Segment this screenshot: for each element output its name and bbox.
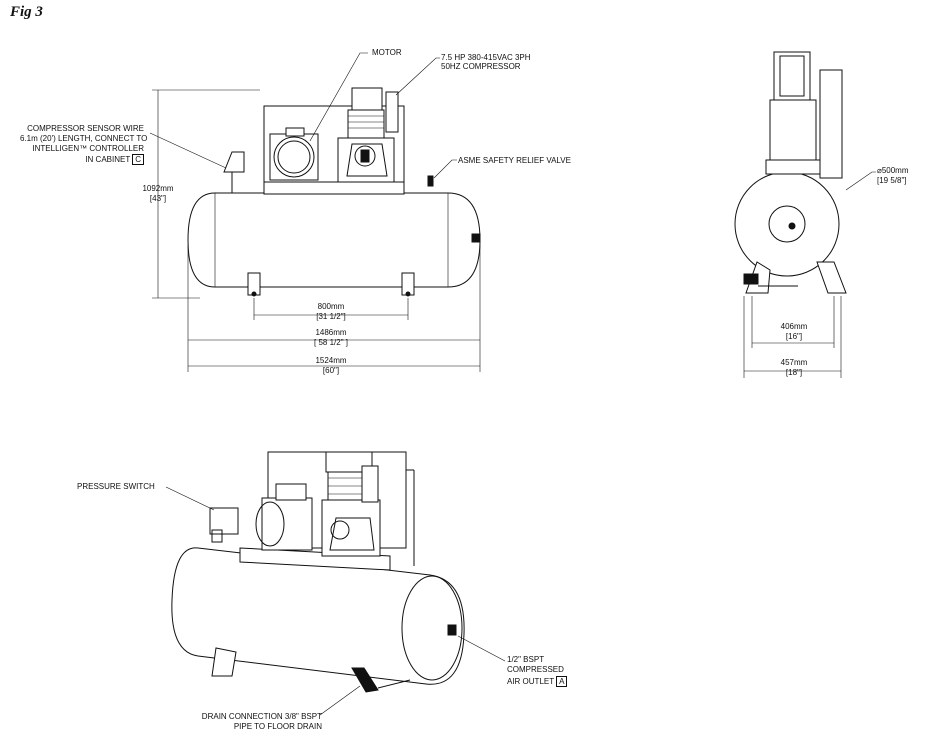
motor-label: MOTOR xyxy=(372,48,402,57)
outlet-label-line2: COMPRESSED xyxy=(507,665,564,674)
side-tank xyxy=(734,171,840,277)
front-pressure-switch xyxy=(223,151,245,173)
front-frame xyxy=(263,105,405,183)
tank-dim-mm: 1486mm xyxy=(315,328,347,337)
tank-dim-in: [ 58 1/2" ] xyxy=(314,338,348,347)
side-feet-dim-in: [16"] xyxy=(785,332,803,341)
drain-label-line1: DRAIN CONNECTION 3/8" BSPT xyxy=(201,712,322,721)
height-dim-in: [43"] xyxy=(149,194,167,203)
sensor-wire-label-line2: 6.1m (20') LENGTH, CONNECT TO xyxy=(20,134,148,143)
compressor-label-line2: 50HZ COMPRESSOR xyxy=(441,62,521,71)
front-view-drawing xyxy=(149,52,481,372)
iso-tank xyxy=(171,547,465,685)
feet-dim-mm: 800mm xyxy=(317,302,345,311)
iso-view-drawing xyxy=(165,451,506,716)
sensor-wire-label-line1: COMPRESSOR SENSOR WIRE xyxy=(27,124,144,133)
outlet-ref-box: A xyxy=(556,676,568,687)
diameter-symbol: ⌀ xyxy=(877,166,882,175)
overall-dim-mm: 1524mm xyxy=(315,356,347,365)
front-base-plate xyxy=(263,181,405,195)
relief-valve-label: ASME SAFETY RELIEF VALVE xyxy=(458,156,571,165)
side-width-dim-in: [18"] xyxy=(785,368,803,377)
figure-title: Fig 3 xyxy=(10,4,43,20)
overall-dim-in: [60"] xyxy=(322,366,340,375)
height-dim-mm: 1092mm xyxy=(142,184,174,193)
sensor-wire-ref-box: C xyxy=(132,154,144,165)
compressor-label-line1: 7.5 HP 380-415VAC 3PH xyxy=(441,53,531,62)
feet-dim-in: [31 1/2"] xyxy=(316,312,346,321)
front-tank xyxy=(187,192,481,288)
diameter-dim-in: [19 5/8"] xyxy=(877,176,907,185)
pressure-switch-label: PRESSURE SWITCH xyxy=(77,482,155,491)
diameter-dim-mm: ⌀500mm xyxy=(877,166,909,175)
side-view-drawing xyxy=(734,51,876,378)
sensor-wire-label-line3: INTELLIGEN™ CONTROLLER xyxy=(32,144,144,153)
side-width-dim-mm: 457mm xyxy=(780,358,808,367)
outlet-label-line1: 1/2" BSPT xyxy=(507,655,545,664)
drain-label-line2: PIPE TO FLOOR DRAIN xyxy=(233,722,322,731)
side-feet-dim-mm: 406mm xyxy=(780,322,808,331)
